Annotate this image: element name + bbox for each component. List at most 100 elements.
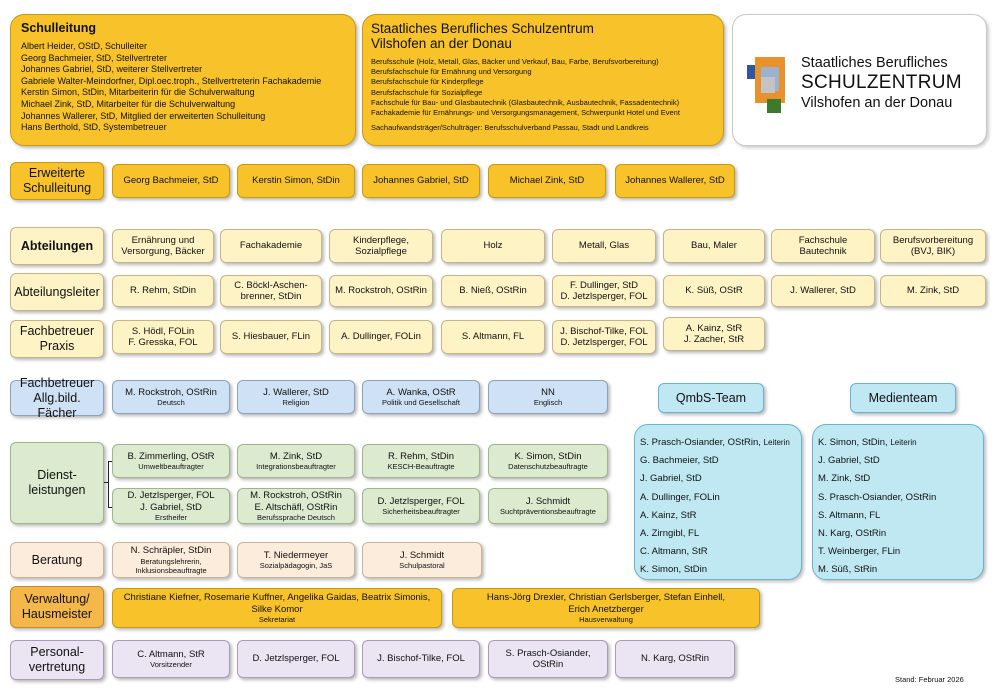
cell-role: Umweltbeauftragter bbox=[138, 462, 204, 472]
fachbetreuer-allg-cell: NN Englisch bbox=[488, 380, 608, 414]
row-label-line: Fachbetreuer bbox=[19, 375, 95, 390]
school-type: Berufsschule (Holz, Metall, Glas, Bäcker… bbox=[371, 57, 659, 66]
connector-line bbox=[104, 482, 108, 483]
personalvertretung-cell: D. Jetzlsperger, FOL bbox=[237, 640, 355, 678]
school-title: Staatliches Berufliches Schulzentrum bbox=[371, 21, 594, 36]
cell-name: C. Altmann, StR bbox=[137, 648, 205, 660]
abteilungsleiter-cell: M. Zink, StD bbox=[880, 275, 986, 307]
cell-names: Silke Komor bbox=[251, 603, 303, 615]
personalvertretung-cell: N. Karg, OStRin bbox=[615, 640, 735, 678]
schulleitung-member: Albert Heider, OStD, Schulleiter bbox=[21, 41, 148, 51]
cell-name: NN bbox=[541, 386, 555, 398]
schulleitung-member: Kerstin Simon, StDin, Mitarbeiterin für … bbox=[21, 87, 255, 98]
cell-role: Suchtpräventionsbeauftragte bbox=[500, 507, 596, 517]
abteilungsleiter-cell: J. Wallerer, StD bbox=[771, 275, 875, 307]
fachbetreuer-praxis-cell: A. Dullinger, FOLin bbox=[329, 320, 433, 354]
logo-line3: Vilshofen an der Donau bbox=[801, 95, 953, 111]
cell-name: A. Wanka, OStR bbox=[386, 386, 456, 398]
stand-date: Stand: Februar 2026 bbox=[895, 675, 964, 684]
medienteam-member: K. Simon, StDin, Leiterin bbox=[818, 434, 983, 452]
schulleitung-member: Hans Berthold, StD, Systembetreuer bbox=[21, 122, 167, 133]
abteilung-cell: Berufsvorbereitung (BVJ, BIK) bbox=[880, 229, 986, 263]
qmbs-panel: S. Prasch-Osiander, OStRin, Leiterin G. … bbox=[634, 424, 802, 580]
dienstleistung-cell: M. Zink, StD Integrationsbeauftragter bbox=[237, 444, 355, 478]
schulleitung-member: Gabriele Walter-Meindorfner, Dipl.oec.tr… bbox=[21, 75, 322, 86]
cell-name: T. Niedermeyer bbox=[263, 549, 329, 561]
logo-panel: Staatliches Berufliches SCHULZENTRUM Vil… bbox=[732, 14, 987, 146]
fachbetreuer-praxis-cell: S. Altmann, FL bbox=[441, 320, 545, 354]
abteilung-cell: Metall, Glas bbox=[552, 229, 656, 263]
erweiterte-cell: Michael Zink, StD bbox=[488, 164, 606, 198]
medienteam-member: J. Gabriel, StD bbox=[818, 455, 880, 467]
qmbs-member: A. Zirngibl, FL bbox=[640, 528, 700, 540]
row-label-fachbetreuer-praxis: Fachbetreuer Praxis bbox=[10, 320, 104, 358]
medienteam-panel: K. Simon, StDin, Leiterin J. Gabriel, St… bbox=[812, 424, 984, 580]
cell-role: Vorsitzender bbox=[150, 660, 192, 670]
cell-name: J. Schmidt bbox=[399, 549, 445, 561]
cell-name: R. Rehm, StDin bbox=[388, 450, 454, 462]
cell-role: Sozialpädagogin, JaS bbox=[259, 561, 333, 571]
medienteam-member: M. Süß, StRin bbox=[818, 564, 878, 576]
cell-names: Christiane Kiefner, Rosemarie Kuffner, A… bbox=[123, 592, 431, 604]
cell-name: M. Zink, StD bbox=[269, 450, 323, 462]
connector-line bbox=[108, 507, 112, 508]
qmbs-member: A. Kainz, StR bbox=[640, 509, 697, 521]
personalvertretung-cell: S. Prasch-Osiander, OStRin bbox=[488, 640, 608, 678]
qmbs-member: S. Prasch-Osiander, OStRin, Leiterin bbox=[640, 434, 801, 452]
school-type: Berufsfachschule für Kinderpflege bbox=[371, 77, 484, 87]
school-subtitle: Vilshofen an der Donau bbox=[371, 36, 512, 51]
abteilungsleiter-cell: M. Rockstroh, OStRin bbox=[329, 275, 433, 307]
medienteam-member: N. Karg, OStRin bbox=[818, 528, 887, 540]
qmbs-member: J. Gabriel, StD bbox=[640, 473, 702, 485]
cell-role: Erstheifer bbox=[154, 512, 188, 522]
connector-line bbox=[108, 461, 112, 462]
erweiterte-cell: Johannes Wallerer, StD bbox=[615, 164, 735, 198]
dienstleistung-cell: D. Jetzlsperger, FOL Sicherheitsbeauftra… bbox=[362, 488, 480, 524]
cell-name: J. Schmidt bbox=[525, 495, 571, 507]
abteilungsleiter-cell: R. Rehm, StDin bbox=[112, 275, 214, 307]
cell-subject: Politik und Gesellschaft bbox=[382, 398, 460, 408]
row-label-dienstleistungen: Dienst-leistungen bbox=[10, 442, 104, 524]
qmbs-member: C. Altmann, StR bbox=[640, 546, 708, 558]
dienstleistung-cell: K. Simon, StDin Datenschutzbeauftragte bbox=[488, 444, 608, 478]
logo-line2: SCHULZENTRUM bbox=[801, 72, 962, 93]
schulleitung-member: Johannes Wallerer, StD, Mitglied der erw… bbox=[21, 110, 266, 121]
medienteam-member-name: K. Simon, StDin, bbox=[818, 437, 888, 448]
cell-role: KESCH-Beauftragte bbox=[387, 462, 455, 472]
cell-name: J. Wallerer, StD bbox=[263, 386, 329, 398]
cell-role: Inklusionsbeauftragte bbox=[135, 565, 207, 575]
leader-note: Leiterin bbox=[763, 438, 790, 447]
fachbetreuer-praxis-cell: S. Hiesbauer, FLin bbox=[220, 320, 322, 354]
qmbs-member: G. Bachmeier, StD bbox=[640, 455, 719, 467]
qmbs-member: A. Dullinger, FOLin bbox=[640, 491, 720, 503]
erweiterte-cell: Georg Bachmeier, StD bbox=[112, 164, 230, 198]
school-traeger: Sachaufwandsträger/Schulträger: Berufssc… bbox=[371, 123, 649, 133]
cell-name: N. Schräpler, StDin bbox=[130, 545, 212, 557]
beratung-cell: T. Niedermeyer Sozialpädagogin, JaS bbox=[237, 542, 355, 578]
cell-name: K. Simon, StDin bbox=[514, 450, 582, 462]
abteilung-cell: Bau, Maler bbox=[663, 229, 765, 263]
abteilungsleiter-cell: B. Nieß, OStRin bbox=[441, 275, 545, 307]
abteilung-cell: Fachakademie bbox=[220, 229, 322, 263]
qmbs-member-name: S. Prasch-Osiander, OStRin, bbox=[640, 437, 761, 448]
cell-subject: Deutsch bbox=[157, 398, 185, 408]
school-info-panel: Staatliches Berufliches Schulzentrum Vil… bbox=[362, 14, 724, 146]
school-logo-icon bbox=[747, 57, 785, 113]
qmbs-title: QmbS-Team bbox=[658, 383, 764, 413]
school-type: Berufsfachschule für Sozialpflege bbox=[371, 87, 483, 97]
row-label-verwaltung: Verwaltung/ Hausmeister bbox=[10, 586, 104, 628]
cell-role: Integrationsbeauftragter bbox=[256, 462, 336, 472]
cell-role: Schulpastoral bbox=[399, 561, 445, 571]
cell-role: Hausverwaltung bbox=[579, 614, 633, 624]
row-label-erweiterte: Erweiterte Schulleitung bbox=[10, 162, 104, 200]
schulleitung-member: Johannes Gabriel, StD, weiterer Stellver… bbox=[21, 64, 203, 75]
cell-names: Erich Anetzberger bbox=[568, 603, 644, 615]
cell-role: Sekretariat bbox=[258, 614, 296, 624]
logo-line1: Staatliches Berufliches bbox=[801, 55, 948, 71]
row-label-beratung: Beratung bbox=[10, 542, 104, 578]
